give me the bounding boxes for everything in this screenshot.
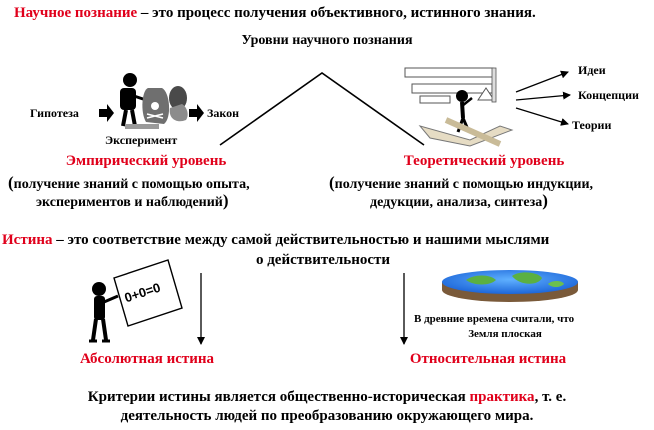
truth-definition-line1: Истина – это соответствие между самой де…: [2, 232, 549, 249]
definition-line: Научное познание – это процесс получения…: [14, 5, 536, 22]
truth-text1: – это соответствие между самой действите…: [52, 232, 550, 248]
criteria-text1: Критерии истины является общественно-ист…: [87, 389, 470, 405]
arrow-to-theories: [515, 107, 569, 126]
theoretical-title: Теоретический уровень: [403, 153, 565, 169]
theoretical-desc-text2: дедукции, анализа, синтеза: [370, 195, 543, 210]
definition-term: Научное познание: [14, 5, 138, 21]
flat-earth-note-line1: В древние времена считали, что: [414, 313, 575, 325]
truth-definition-line2: о действительности: [255, 252, 391, 268]
concepts-label: Концепции: [578, 88, 639, 102]
arrow-to-concepts: [515, 91, 571, 101]
theoretical-desc-line2: дедукции, анализа, синтеза): [370, 191, 548, 210]
definition-text: – это процесс получения объективного, ис…: [137, 5, 536, 21]
criteria-line1: Критерии истины является общественно-ист…: [88, 389, 566, 406]
empirical-desc-text1: получение знаний с помощью опыта,: [13, 177, 250, 192]
theories-label: Теории: [572, 118, 612, 132]
equation-figure-icon: [89, 259, 183, 343]
absolute-truth-title: Абсолютная истина: [79, 351, 215, 367]
flat-earth-icon: [442, 270, 578, 302]
arrow-to-ideas: [515, 70, 569, 93]
criteria-highlight: практика: [469, 389, 535, 405]
empirical-desc-line1: (получение знаний с помощью опыта,: [8, 173, 250, 192]
hypothesis-label: Гипотеза: [30, 106, 79, 120]
relative-truth-title: Относительная истина: [409, 351, 567, 367]
criteria-text2: , т. е.: [534, 389, 567, 405]
flat-earth-note-line2: Земля плоская: [468, 328, 542, 340]
thinker-figure-icon: [404, 67, 514, 147]
empirical-desc-line2: экспериментов и наблюдений): [36, 191, 229, 210]
theoretical-desc-line1: (получение знаний с помощью индукции,: [329, 173, 594, 192]
flow-arrow-right-icon: [189, 104, 204, 122]
levels-title: Уровни научного познания: [241, 33, 413, 48]
experiment-label: Эксперимент: [105, 133, 178, 147]
flow-arrow-right-icon: [99, 104, 114, 122]
theoretical-desc-text1: получение знаний с помощью индукции,: [334, 177, 594, 192]
branch-lines: [219, 72, 425, 146]
empirical-title: Эмпирический уровень: [65, 153, 227, 169]
truth-term: Истина: [2, 232, 53, 248]
law-label: Закон: [207, 106, 240, 120]
criteria-line2: деятельность людей по преобразованию окр…: [120, 408, 534, 424]
experimenter-figure-icon: [120, 73, 188, 129]
ideas-label: Идеи: [578, 63, 606, 77]
empirical-desc-text2: экспериментов и наблюдений: [36, 195, 223, 210]
